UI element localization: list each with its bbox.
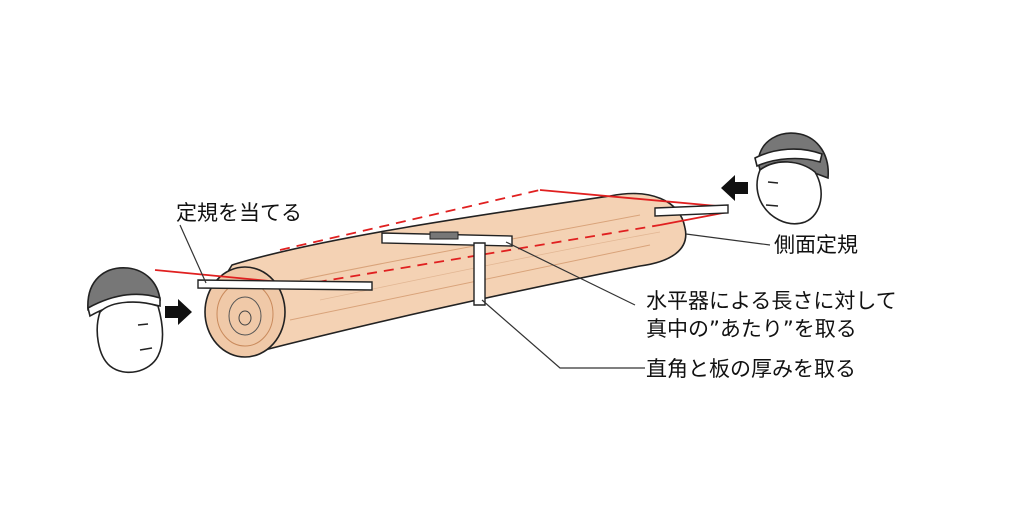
log-end-face [204,266,286,358]
side-ruler-bar [654,204,729,217]
leader-lines [179,224,771,369]
right-worker-eye [767,181,779,184]
leader-level [505,241,636,306]
arrow-left-icon [721,175,748,201]
guide-line-top-right [539,189,729,208]
label-level-line2: 真中の”あたり”を取る [646,317,857,341]
leader-side-ruler [685,233,771,246]
level-bubble-vial [429,231,459,240]
guide-line-top-left [154,269,281,283]
level-tool [381,231,513,306]
label-right-angle: 直角と板の厚みを取る [646,357,856,381]
right-worker-headband [754,148,823,168]
log [204,192,687,358]
label-level-line1: 水平器による長さに対して [646,289,897,313]
log-grain-2 [289,244,651,321]
left-worker-face [96,301,164,374]
label-side-ruler: 側面定規 [774,233,858,257]
left-worker-mouth [139,347,153,351]
right-worker-mouth [765,204,779,207]
guide-lines [154,189,729,286]
left-ruler-bar [197,279,373,291]
arrow-right-icon [165,299,192,325]
label-apply-ruler: 定規を当てる [176,201,302,225]
left-worker-eye [137,323,149,326]
log-grain-1 [299,214,641,281]
side-ruler [654,204,729,217]
square-vertical [473,242,486,306]
leader-apply-ruler [179,224,207,284]
log-ring-3 [238,310,252,326]
guide-line-top-dashed [279,189,541,251]
leader-right-angle [481,299,645,369]
left-worker-face-icon [87,267,164,374]
right-worker-face-icon [754,132,829,225]
arrows [165,175,748,325]
guide-line-mid-dashed [299,224,661,286]
right-worker-face [756,161,822,225]
guide-line-mid-right [659,211,729,226]
left-ruler [197,279,373,291]
log-ring-2 [228,296,262,336]
